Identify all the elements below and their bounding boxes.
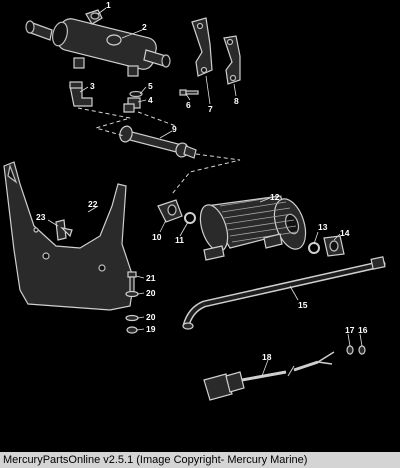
exploded-view-drawing: 1 2 3 4 5 6 7 8 9 10 11 12 13 14 15 16 1… [3,0,386,401]
nut-19-part [126,326,138,334]
hose-fitting-part [119,125,197,159]
wiring-harness-part [203,351,335,401]
callout-20-upper: 20 [146,288,156,298]
callout-14: 14 [340,228,350,238]
washer-20-lower-part [125,314,139,322]
callout-10: 10 [152,232,162,242]
fitting-14-part [323,235,345,257]
callout-23: 23 [36,212,46,222]
elbow-fitting-part [69,81,93,107]
callout-2: 2 [142,22,147,32]
callout-19: 19 [146,324,156,334]
fitting-4-part [123,90,143,113]
terminal-16-part [358,345,366,355]
callout-16: 16 [358,325,368,335]
washer-20-upper-part [125,290,139,298]
callout-15: 15 [298,300,308,310]
callout-13: 13 [318,222,328,232]
fitting-1-part [85,9,103,25]
mounting-bracket-part [3,161,135,311]
clamp-8-part [223,35,241,85]
parts-diagram: 1 2 3 4 5 6 7 8 9 10 11 12 13 14 15 16 1… [3,0,386,401]
fitting-10-part [157,199,183,223]
callout-20-lower: 20 [146,312,156,322]
callout-6: 6 [186,100,191,110]
clamp-7-part [191,17,213,77]
callout-22: 22 [88,199,98,209]
leader-lines [47,7,363,377]
callout-8: 8 [234,96,239,106]
fuel-cooler-part [25,18,171,77]
callout-3: 3 [90,81,95,91]
callout-12: 12 [270,192,280,202]
callout-5: 5 [148,81,153,91]
screw-6-part [179,89,199,96]
callout-1: 1 [106,0,111,10]
callout-11: 11 [175,235,184,245]
callout-7: 7 [208,104,213,114]
terminal-17-part [346,345,354,355]
o-ring-11-part [184,212,196,224]
callout-4: 4 [148,95,153,105]
fuel-pump-part [199,195,307,261]
o-ring-13-part [308,242,320,254]
fitting-23-part [55,219,73,241]
copyright-footer: MercuryPartsOnline v2.5.1 (Image Copyrig… [0,452,400,468]
callout-9: 9 [172,124,177,134]
callout-17: 17 [345,325,355,335]
fuel-line-part [182,256,386,330]
callout-18: 18 [262,352,272,362]
callout-21: 21 [146,273,156,283]
callout-labels: 1 2 3 4 5 6 7 8 9 10 11 12 13 14 15 16 1… [36,0,368,362]
routing-lines [77,107,241,195]
